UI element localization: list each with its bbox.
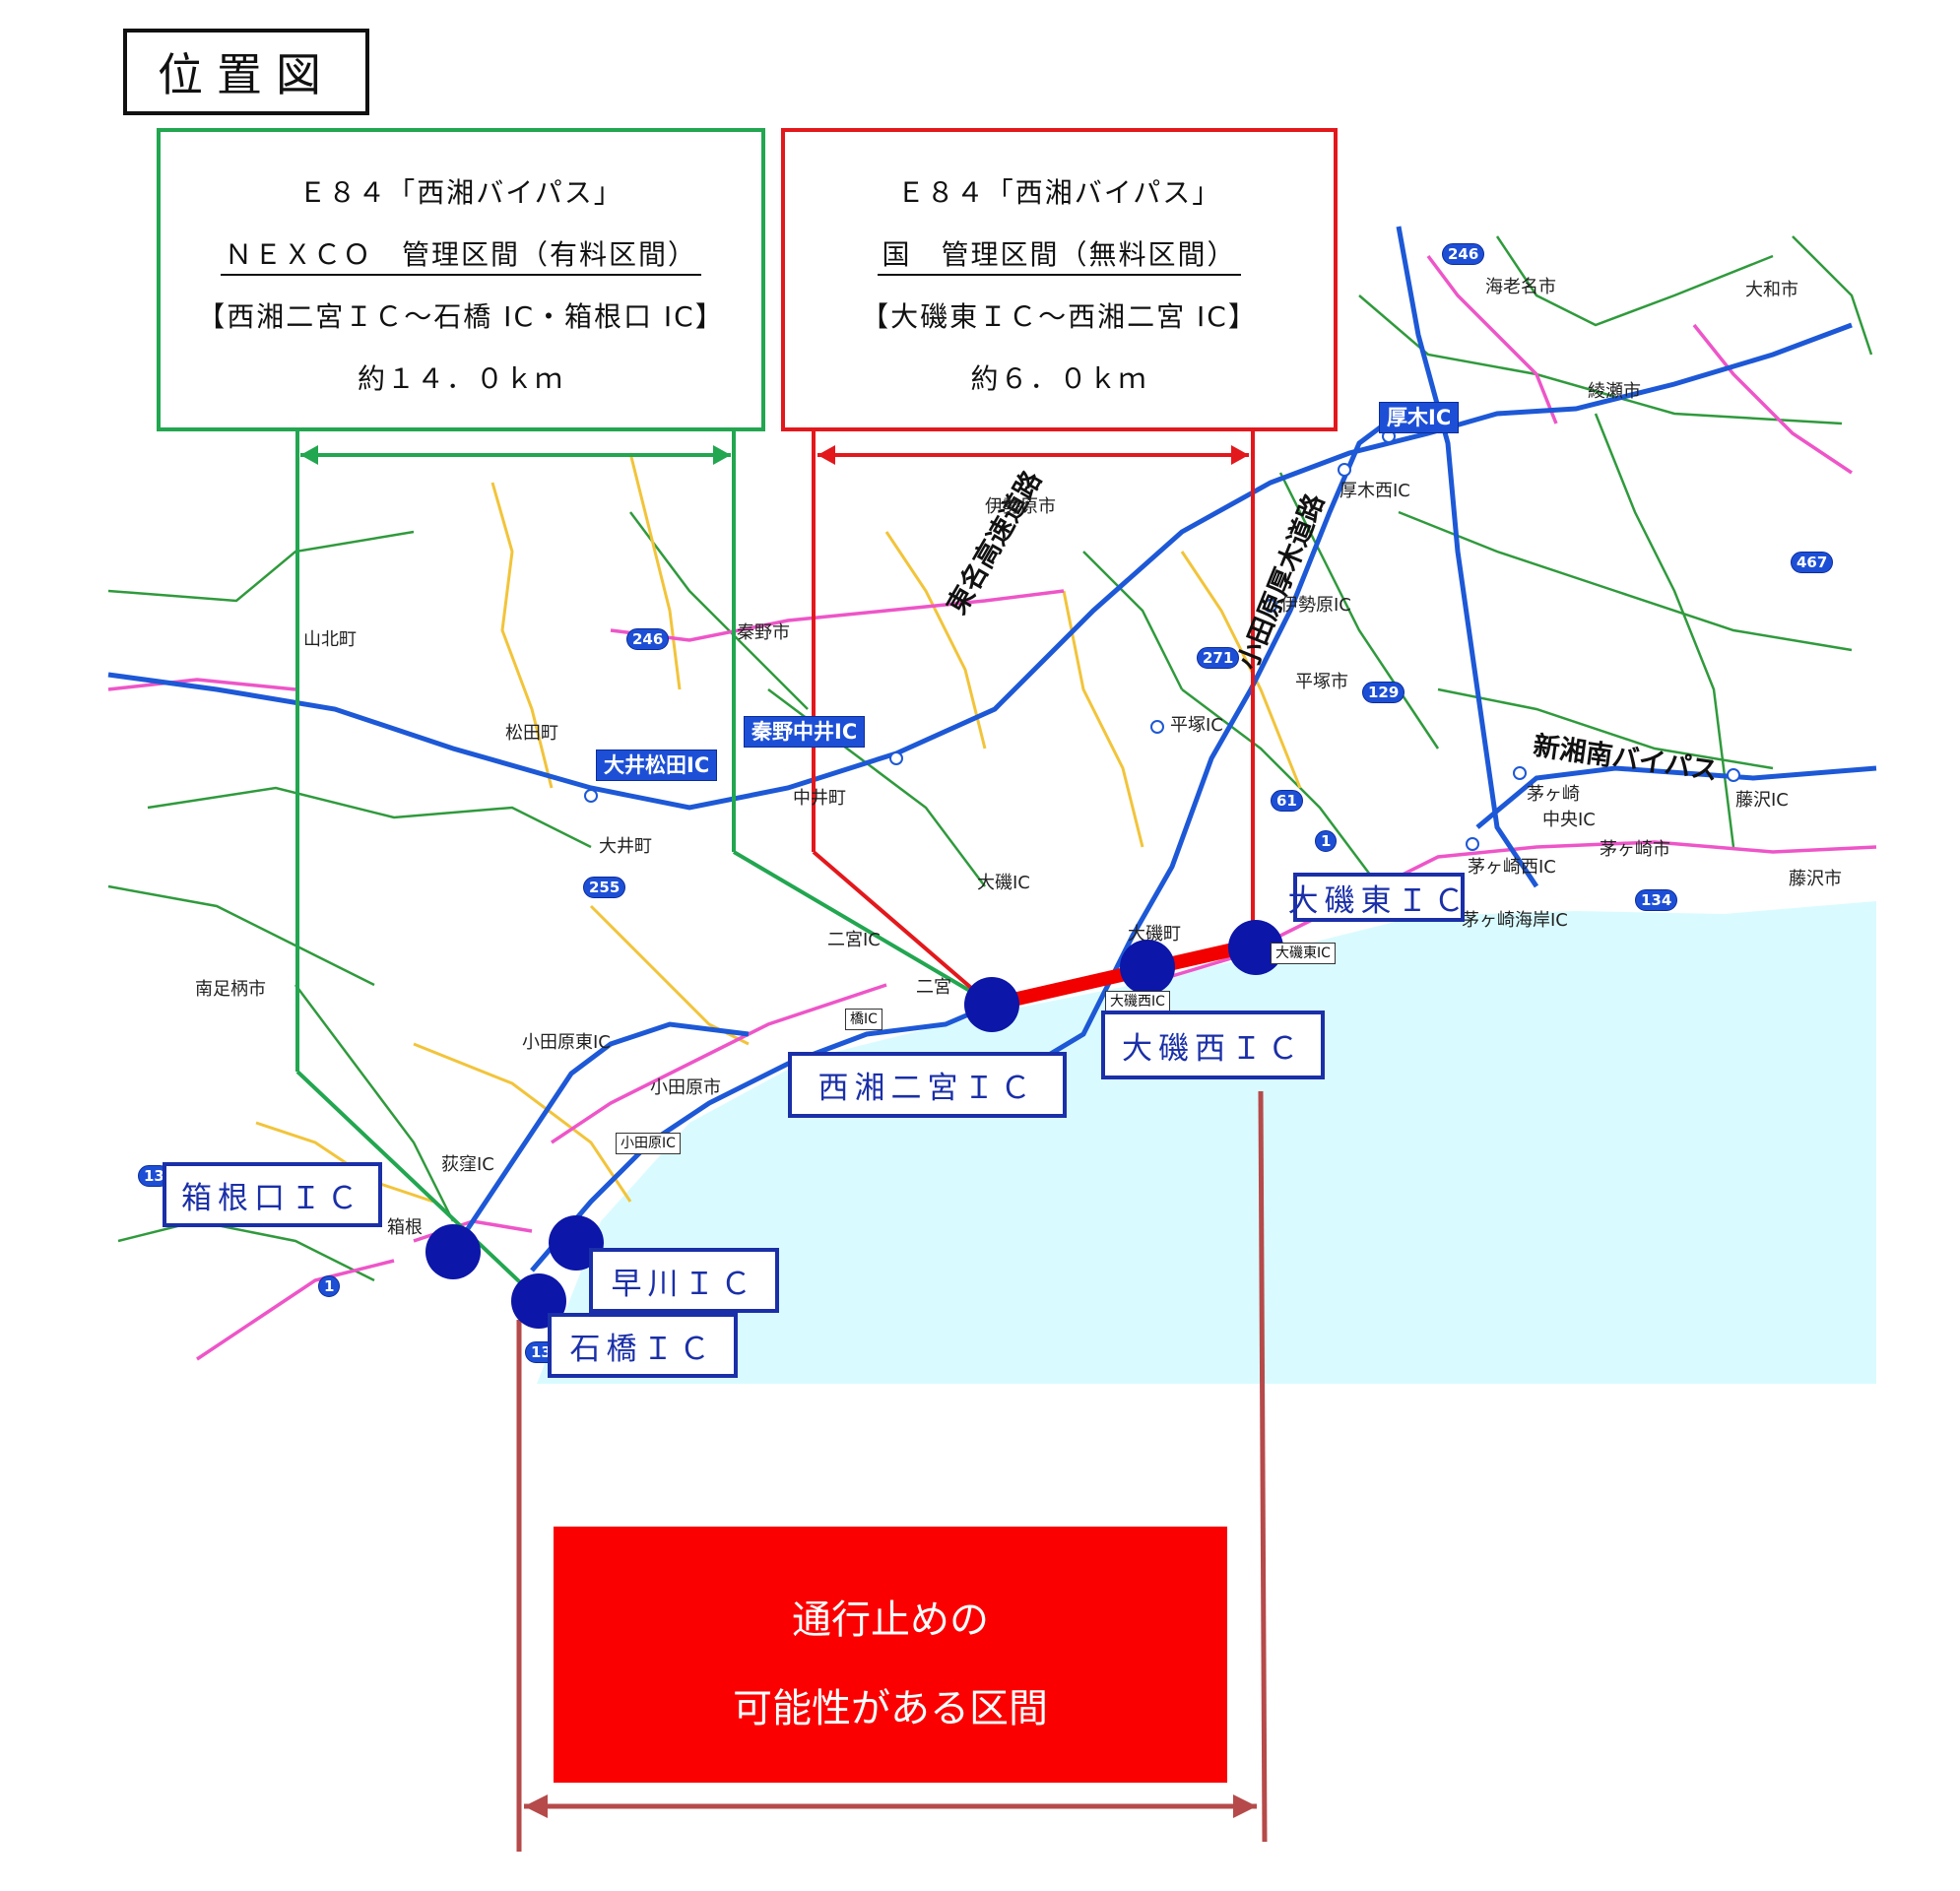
- nexco-route-name: Ｅ８４「西湘バイパス」: [298, 176, 623, 209]
- place-chigasaki-1: 茅ヶ崎: [1527, 784, 1580, 805]
- label-hakoneguchi-ic: 箱根口ＩＣ: [163, 1162, 382, 1227]
- route-1-a: 1: [1315, 830, 1338, 852]
- national-roads-pink: [107, 254, 1877, 1361]
- route-1-b: 1: [318, 1275, 341, 1297]
- national-length: 約６．０ｋｍ: [970, 362, 1148, 395]
- odawara-ic-small-box: 小田原IC: [616, 1133, 681, 1154]
- place-odawara-city: 小田原市: [650, 1077, 721, 1098]
- label-ishibashi-ic: 石橋ＩＣ: [548, 1313, 738, 1378]
- atsugi-ic-badge: 厚木IC: [1379, 402, 1460, 433]
- nexco-length: 約１４．０ｋｍ: [357, 362, 564, 395]
- dot-oiso-higashi-ic: [1228, 920, 1283, 975]
- nexco-range: 【西湘二宮ＩＣ～石橋 IC・箱根口 IC】: [197, 300, 725, 333]
- place-nakai: 中井町: [793, 788, 846, 809]
- national-management-text: 国 管理区間（無料区間）: [878, 238, 1241, 276]
- hashi-ic-small-box: 橋IC: [845, 1009, 882, 1030]
- closure-line-1: 通行止めの: [792, 1598, 989, 1643]
- oiso-nishi-small-box: 大磯西IC: [1105, 991, 1170, 1012]
- page-title: 位置図: [123, 29, 369, 115]
- label-hayakawa-ic: 早川ＩＣ: [589, 1248, 779, 1313]
- place-hiratsuka-city: 平塚市: [1295, 672, 1348, 692]
- label-oiso-nishi-ic: 大磯西ＩＣ: [1101, 1011, 1325, 1079]
- place-yamakita: 山北町: [303, 629, 357, 650]
- nexco-section-bracket: [295, 431, 987, 1300]
- closure-section-box: 通行止めの 可能性がある区間: [554, 1527, 1227, 1783]
- hakone-approach: [450, 1021, 750, 1253]
- route-134: 134: [1635, 889, 1678, 911]
- place-chigasaki-city: 茅ヶ崎市: [1600, 839, 1670, 860]
- route-467: 467: [1791, 552, 1834, 573]
- dot-hakoneguchi-ic: [425, 1224, 481, 1279]
- sea-area: [537, 901, 1876, 1384]
- label-oiso-higashi-ic: 大磯東ＩＣ: [1288, 873, 1465, 922]
- place-hiratsuka-ic: 平塚IC: [1170, 715, 1223, 736]
- place-hakone: 箱根: [387, 1217, 423, 1238]
- national-management: 国 管理区間（無料区間）: [785, 224, 1334, 286]
- place-minami-ashigara: 南足柄市: [195, 979, 266, 1000]
- expressways-blue: [107, 226, 1877, 1253]
- junction-markers: [584, 429, 1740, 851]
- route-255: 255: [583, 877, 626, 898]
- oiso-higashi-small-box: 大磯東IC: [1271, 943, 1336, 964]
- place-atsugi-nishi: 厚木西IC: [1339, 481, 1410, 501]
- tomei-expressway: [107, 322, 1853, 811]
- closure-section-bracket: [516, 1090, 1268, 1852]
- place-chigasaki-nishi: 茅ヶ崎西IC: [1468, 857, 1556, 878]
- place-isehara-city: 伊勢原市: [985, 496, 1056, 517]
- dot-oiso-nishi-ic: [1120, 940, 1175, 995]
- seisho-nexco-section: [530, 1002, 993, 1272]
- place-oiso-town: 大磯町: [1128, 924, 1181, 945]
- place-hadano: 秦野市: [737, 622, 790, 643]
- nexco-management-text: ＮＥＸＣＯ 管理区間（有料区間）: [220, 238, 701, 276]
- ken-o-expressway: [1396, 226, 1539, 888]
- place-yamato: 大和市: [1745, 280, 1798, 300]
- place-ninomiya-ic: 二宮IC: [827, 930, 881, 950]
- oi-matsuda-ic-badge: 大井松田IC: [596, 750, 718, 781]
- nexco-management: ＮＥＸＣＯ 管理区間（有料区間）: [161, 224, 761, 286]
- place-isehara-ic: 伊勢原IC: [1280, 595, 1351, 616]
- route-61: 61: [1271, 790, 1303, 812]
- place-chigasaki-2: 中央IC: [1542, 810, 1596, 830]
- label-ninomiya-ic: 西湘二宮ＩＣ: [788, 1052, 1067, 1118]
- national-section-box: Ｅ８４「西湘バイパス」 国 管理区間（無料区間） 【大磯東ＩＣ～西湘二宮 IC】…: [781, 128, 1338, 431]
- hadano-nakai-ic-badge: 秦野中井IC: [744, 716, 866, 748]
- place-oi: 大井町: [599, 836, 652, 857]
- national-route-name: Ｅ８４「西湘バイパス」: [896, 176, 1222, 209]
- place-odawara-higashi: 小田原東IC: [522, 1032, 611, 1053]
- national-range: 【大磯東ＩＣ～西湘二宮 IC】: [861, 300, 1258, 333]
- route-13: 13: [138, 1165, 170, 1187]
- place-matsuda: 松田町: [505, 723, 558, 744]
- shinshonan-bypass: [1475, 765, 1877, 829]
- place-ayase: 綾瀬市: [1588, 381, 1641, 402]
- place-oiso-ic: 大磯IC: [977, 873, 1030, 893]
- nexco-section-box: Ｅ８４「西湘バイパス」 ＮＥＸＣＯ 管理区間（有料区間） 【西湘二宮ＩＣ～石橋 …: [157, 128, 765, 431]
- place-chigasaki-kaigan: 茅ヶ崎海岸IC: [1462, 910, 1568, 931]
- closure-line-2: 可能性がある区間: [733, 1686, 1048, 1731]
- place-fujisawa-city: 藤沢市: [1789, 869, 1842, 889]
- route-246-a: 246: [1442, 243, 1485, 265]
- place-fujisawa-ic: 藤沢IC: [1735, 790, 1789, 811]
- national-section-bracket: [812, 431, 1255, 1002]
- place-ogikubo: 荻窪IC: [441, 1154, 494, 1175]
- dot-ninomiya-ic: [964, 977, 1019, 1032]
- place-ebina: 海老名市: [1485, 277, 1556, 297]
- route-246-b: 246: [626, 628, 670, 650]
- prefectural-roads-yellow: [255, 452, 1302, 1204]
- route-129: 129: [1362, 682, 1405, 703]
- place-ninomiya: 二宮: [916, 977, 951, 998]
- route-271: 271: [1197, 647, 1240, 669]
